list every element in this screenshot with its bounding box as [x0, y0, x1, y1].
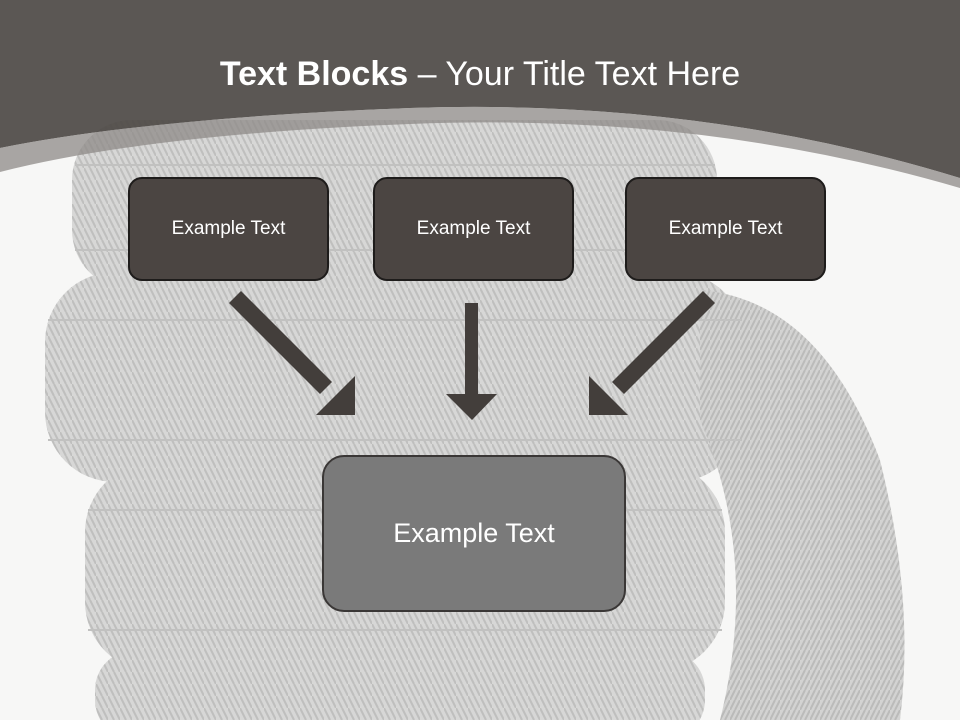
center-text-block: Example Text [322, 455, 626, 612]
arrow-right-icon [589, 291, 715, 415]
arrow-down-icon [446, 303, 497, 420]
slide-title: Text Blocks – Your Title Text Here [0, 52, 960, 96]
text-block-1-label: Example Text [171, 218, 286, 239]
arrow-left-icon [229, 291, 355, 415]
title-rest: Your Title Text Here [445, 55, 741, 93]
text-block-3-label: Example Text [668, 218, 783, 239]
center-text-block-label: Example Text [393, 518, 555, 548]
header-accent-curve [0, 106, 960, 188]
text-block-1: Example Text [128, 177, 329, 281]
header-band [0, 0, 960, 178]
title-dash: – [408, 55, 446, 93]
text-block-2-label: Example Text [416, 218, 531, 239]
title-bold-part: Text Blocks [219, 55, 409, 93]
text-block-3: Example Text [625, 177, 826, 281]
text-block-2: Example Text [373, 177, 574, 281]
